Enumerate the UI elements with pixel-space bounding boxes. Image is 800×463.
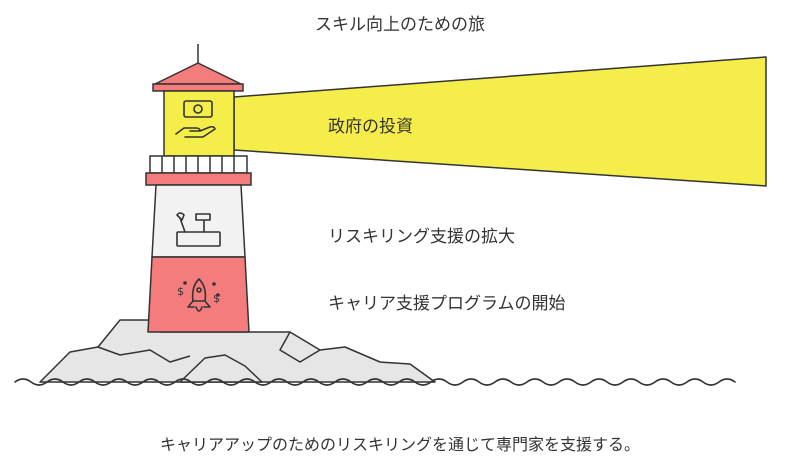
tower-lower <box>147 256 250 333</box>
lighthouse-roof <box>154 62 242 85</box>
roof-eave <box>152 83 244 92</box>
svg-text:$: $ <box>213 292 220 305</box>
rocks <box>39 319 436 383</box>
light-beam <box>233 56 767 187</box>
level-label-1: 政府の投資 <box>328 117 413 137</box>
railing <box>149 155 248 174</box>
diagram-title: スキル向上のための旅 <box>315 15 485 35</box>
level-label-3: キャリア支援プログラムの開始 <box>328 294 566 314</box>
level-label-2: リスキリング支援の拡大 <box>328 227 515 247</box>
diagram-caption: キャリアアップのためのリスキリングを通じて専門家を支援する。 <box>159 435 640 454</box>
svg-text:$: $ <box>177 285 184 298</box>
waves <box>14 378 736 386</box>
money-hand-icon <box>175 100 216 138</box>
rocket-dollar-icon: $ $ <box>177 278 220 312</box>
gallery-deck <box>145 172 252 186</box>
lantern-room <box>163 90 235 157</box>
tools-box-icon <box>176 212 221 247</box>
